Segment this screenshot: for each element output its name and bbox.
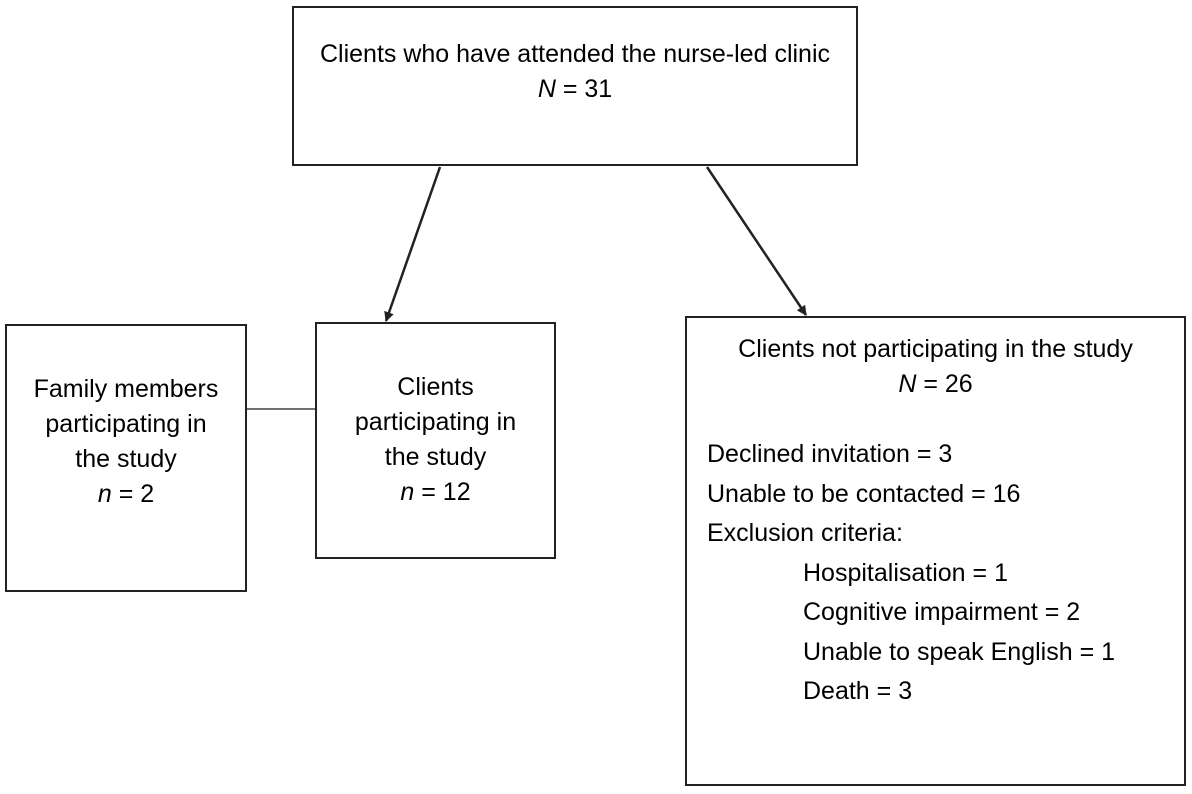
attended-count-symbol: N [537,75,556,103]
exclusion-hospitalisation: Hospitalisation = 1 [803,558,1008,587]
family-members-box: Family members participating in the stud… [5,324,247,592]
attended-clinic-label: Clients who have attended the nurse-led … [319,40,831,68]
participating-clients-box: Clients participating in the study n = 1… [315,322,556,559]
not-participating-count: N = 26 [687,367,1184,402]
not-participating-box: Clients not participating in the study N… [685,316,1186,786]
attended-clinic-box: Clients who have attended the nurse-led … [292,6,858,166]
not-participating-count-symbol: N [898,370,917,398]
not-participating-label: Clients not participating in the study [738,335,1133,363]
exclusion-language: Unable to speak English = 1 [803,637,1116,666]
family-count-symbol: n [97,480,112,508]
reason-declined: Declined invitation = 3 [707,440,953,468]
attended-count-value: = 31 [555,75,613,103]
non-participation-reasons: Declined invitation = 3 Unable to be con… [687,435,1184,712]
arrow-to-participating [384,166,442,322]
attended-clinic-count: N = 31 [294,72,856,107]
not-participating-count-value: = 26 [916,370,973,398]
family-members-count: n = 2 [7,477,245,512]
family-members-label: Family members participating in the stud… [33,375,219,473]
exclusion-death: Death = 3 [803,677,913,705]
arrow-to-not-participating [705,166,808,316]
reason-exclusion-heading: Exclusion criteria: [707,519,903,547]
family-count-value: = 2 [111,480,155,508]
participating-count-symbol: n [400,478,415,506]
reason-uncontactable: Unable to be contacted = 16 [707,479,1021,508]
exclusion-cognitive-impairment: Cognitive impairment = 2 [803,598,1081,626]
participating-count-value: = 12 [414,478,471,506]
participating-clients-count: n = 12 [317,475,554,510]
participating-clients-label: Clients participating in the study [354,373,517,471]
